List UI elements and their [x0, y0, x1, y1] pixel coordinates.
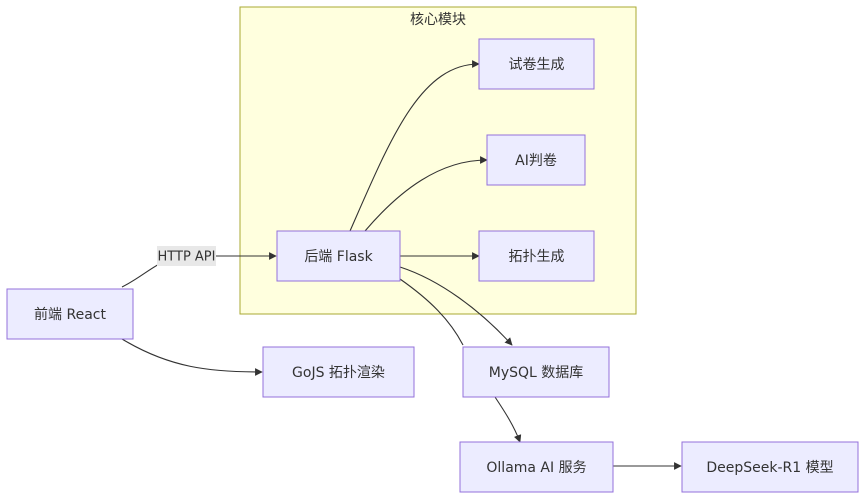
node-label: DeepSeek-R1 模型 — [706, 460, 833, 476]
node-paper-generation[interactable]: 试卷生成 — [478, 38, 595, 90]
node-label: GoJS 拓扑渲染 — [292, 365, 385, 381]
node-label: 前端 React — [34, 306, 106, 323]
edge-label-bg — [157, 246, 216, 266]
node-gojs-rendering[interactable]: GoJS 拓扑渲染 — [262, 346, 415, 398]
node-topology-generation[interactable]: 拓扑生成 — [478, 230, 595, 282]
node-frontend[interactable]: 前端 React — [6, 288, 134, 340]
node-ai-grading[interactable]: AI判卷 — [486, 134, 586, 186]
edge-mysql-ollama — [494, 396, 522, 443]
node-label: Ollama AI 服务 — [486, 460, 586, 476]
node-mysql[interactable]: MySQL 数据库 — [462, 346, 610, 398]
edge-backend-paper-gen — [349, 60, 480, 232]
edge-backend-mysql-a — [399, 266, 513, 346]
node-label: AI判卷 — [515, 153, 557, 169]
node-ollama[interactable]: Ollama AI 服务 — [459, 441, 614, 493]
edge-label-text: HTTP API — [158, 250, 216, 265]
cluster-title: 核心模块 — [410, 12, 466, 28]
edges — [121, 60, 682, 470]
edge-backend-mysql-b — [399, 278, 464, 346]
edge-frontend-gojs — [121, 338, 263, 376]
edge-label-http-api: HTTP API — [157, 246, 216, 266]
node-label: 后端 Flask — [304, 249, 373, 265]
node-label: MySQL 数据库 — [489, 365, 584, 381]
node-label: 试卷生成 — [509, 57, 565, 73]
node-label: 拓扑生成 — [509, 249, 565, 265]
edge-backend-ai-grading — [364, 156, 488, 232]
node-deepseek[interactable]: DeepSeek-R1 模型 — [681, 441, 859, 493]
node-backend[interactable]: 后端 Flask — [276, 230, 401, 282]
